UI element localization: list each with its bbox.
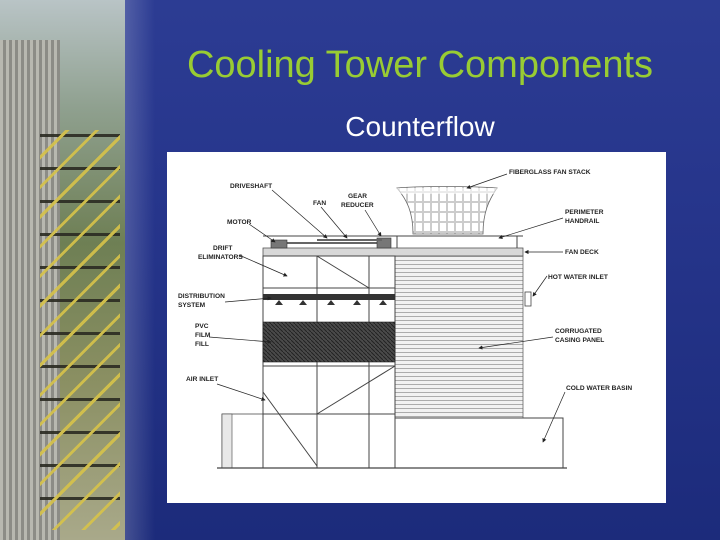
diagram-svg: DRIVESHAFT FAN GEAR REDUCER MOTOR DRIFT … xyxy=(178,169,632,469)
slide-title: Cooling Tower Components xyxy=(186,44,654,86)
label-pvc-1: PVC xyxy=(195,323,209,330)
pvc-fill-shape xyxy=(262,321,396,363)
label-drift-1: DRIFT xyxy=(213,245,232,252)
label-corrugated-2: CASING PANEL xyxy=(555,337,604,344)
slide-subtitle: Counterflow xyxy=(345,111,495,142)
casing-panel-shape xyxy=(394,255,524,419)
label-corrugated-1: CORRUGATED xyxy=(555,328,602,335)
diagram-labels: DRIVESHAFT FAN GEAR REDUCER MOTOR DRIFT … xyxy=(178,169,632,392)
label-fan-deck: FAN DECK xyxy=(565,249,599,256)
leader-lines xyxy=(208,173,566,443)
label-pvc-3: FILL xyxy=(195,341,209,348)
label-gear-reducer-1: GEAR xyxy=(348,193,367,200)
fan-deck-shape xyxy=(262,247,524,257)
fan-stack-shape xyxy=(396,186,498,235)
tower-structure xyxy=(217,186,567,469)
label-hot-water-inlet: HOT WATER INLET xyxy=(548,274,608,281)
label-air-inlet: AIR INLET xyxy=(186,376,218,383)
label-pvc-2: FILM xyxy=(195,332,211,339)
label-fiberglass-fan-stack: FIBERGLASS FAN STACK xyxy=(509,169,591,176)
label-driveshaft: DRIVESHAFT xyxy=(230,183,272,190)
label-fan: FAN xyxy=(313,200,326,207)
label-gear-reducer-2: REDUCER xyxy=(341,202,374,209)
label-motor: MOTOR xyxy=(227,219,252,226)
label-drift-2: ELIMINATORS xyxy=(198,254,243,261)
background-photo xyxy=(0,0,125,540)
cold-water-basin-shape xyxy=(394,417,564,469)
distribution-pipe-shape xyxy=(263,294,395,300)
label-cold-water-basin: COLD WATER BASIN xyxy=(566,385,632,392)
label-perimeter-2: HANDRAIL xyxy=(565,218,599,225)
label-distribution-1: DISTRIBUTION xyxy=(178,293,225,300)
motor-shape xyxy=(270,239,288,249)
label-distribution-2: SYSTEM xyxy=(178,302,206,309)
stair-photo-detail xyxy=(40,130,120,530)
cooling-tower-diagram: DRIVESHAFT FAN GEAR REDUCER MOTOR DRIFT … xyxy=(167,152,666,503)
label-perimeter-1: PERIMETER xyxy=(565,209,604,216)
